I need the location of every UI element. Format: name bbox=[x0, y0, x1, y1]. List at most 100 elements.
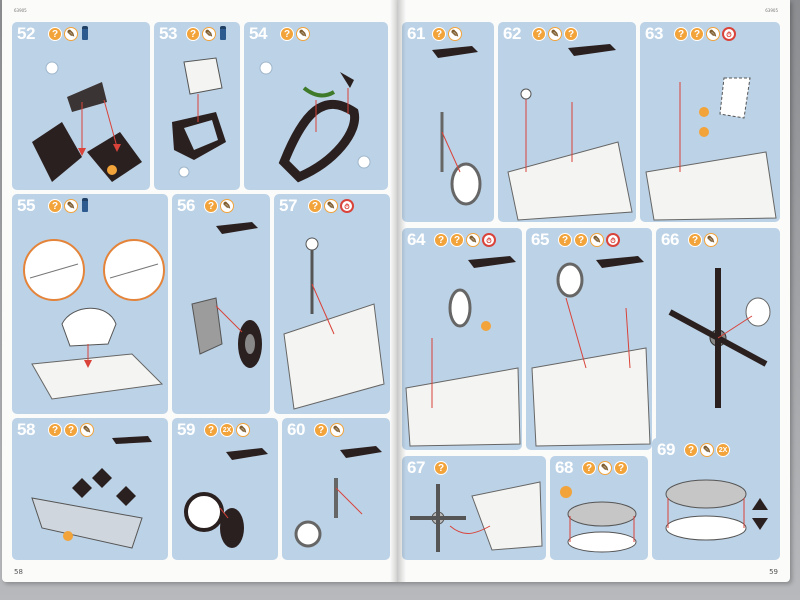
paint-pot-icon bbox=[82, 198, 88, 212]
brush-icon: ✎ bbox=[590, 233, 604, 247]
step-number: 64 bbox=[407, 230, 425, 249]
step-63-panel: 63 ? ? ✎ ⏱ bbox=[640, 22, 780, 222]
glue-tube-icon: ? bbox=[564, 27, 578, 41]
no-glue-icon: 2X bbox=[220, 423, 234, 437]
step-52-panel: 52 ? ✎ bbox=[12, 22, 150, 190]
step-64-drawing bbox=[405, 256, 521, 447]
brush-icon: ✎ bbox=[700, 443, 714, 457]
glue-tube-icon: ? bbox=[688, 233, 702, 247]
brush-icon: ✎ bbox=[236, 423, 250, 437]
step-62-panel: 62 ? ✎ ? bbox=[498, 22, 636, 222]
step-number: 60 bbox=[287, 420, 305, 439]
step-64-panel: 64 ? ? ✎ ⏱ bbox=[402, 228, 522, 450]
brush-icon: ✎ bbox=[548, 27, 562, 41]
paint-pot-icon bbox=[82, 26, 88, 40]
step-number: 63 bbox=[645, 24, 663, 43]
step-67-drawing bbox=[410, 481, 543, 552]
book-spine bbox=[390, 0, 406, 582]
step-number: 58 bbox=[17, 420, 35, 439]
step-53-panel: 53 ? ✎ bbox=[154, 22, 240, 190]
brush-icon: ✎ bbox=[220, 199, 234, 213]
glue-tube-icon: ? bbox=[614, 461, 628, 475]
step-66-panel: 66 ? ✎ bbox=[656, 228, 780, 450]
glue-tube-icon: ? bbox=[684, 443, 698, 457]
glue-tube-icon: ? bbox=[48, 423, 62, 437]
glue-tube-icon: ? bbox=[204, 423, 218, 437]
step-number: 57 bbox=[279, 196, 297, 215]
clock-icon: ⏱ bbox=[340, 199, 354, 213]
brush-icon: ✎ bbox=[64, 199, 78, 213]
clock-icon: ⏱ bbox=[722, 27, 736, 41]
step-number: 66 bbox=[661, 230, 679, 249]
paint-pot-icon bbox=[220, 26, 226, 40]
step-65-panel: 65 ? ? ✎ ⏱ bbox=[526, 228, 652, 450]
step-57-panel: 57 ? ✎ ⏱ bbox=[274, 194, 390, 414]
left-page-number: 58 bbox=[14, 568, 23, 576]
glue-tube-icon: ? bbox=[432, 27, 446, 41]
step-57-drawing bbox=[283, 237, 385, 410]
step-number: 62 bbox=[503, 24, 521, 43]
glue-tube-icon: ? bbox=[48, 199, 62, 213]
glue-tube-icon: ? bbox=[434, 461, 448, 475]
glue-tube-icon: ? bbox=[308, 199, 322, 213]
step-61-panel: 61 ? ✎ bbox=[402, 22, 494, 222]
step-54-panel: 54 ? ✎ bbox=[244, 22, 388, 190]
step-55-drawing bbox=[23, 239, 165, 400]
right-code: 63905 bbox=[765, 8, 778, 13]
glue-tube-icon: ? bbox=[186, 27, 200, 41]
step-68-panel: 68 ? ✎ ? bbox=[550, 456, 648, 560]
step-number: 65 bbox=[531, 230, 549, 249]
brush-icon: ✎ bbox=[80, 423, 94, 437]
step-65-drawing bbox=[531, 256, 651, 447]
step-52-drawing bbox=[32, 61, 142, 182]
step-number: 59 bbox=[177, 420, 195, 439]
clock-icon: ⏱ bbox=[606, 233, 620, 247]
step-number: 52 bbox=[17, 24, 35, 43]
glue-tube-icon: ? bbox=[674, 27, 688, 41]
brush-icon: ✎ bbox=[64, 27, 78, 41]
brush-icon: ✎ bbox=[330, 423, 344, 437]
step-number: 53 bbox=[159, 24, 177, 43]
brush-icon: ✎ bbox=[598, 461, 612, 475]
brush-icon: ✎ bbox=[704, 233, 718, 247]
step-54-drawing bbox=[259, 61, 371, 183]
step-56-drawing bbox=[191, 222, 262, 368]
glue-tube-icon: ? bbox=[450, 233, 464, 247]
glue-tube-icon: ? bbox=[582, 461, 596, 475]
brush-icon: ✎ bbox=[448, 27, 462, 41]
glue-tube-icon: ? bbox=[434, 233, 448, 247]
step-61-drawing bbox=[432, 46, 482, 206]
step-55-panel: 55 ? ✎ bbox=[12, 194, 168, 414]
brush-icon: ✎ bbox=[706, 27, 720, 41]
step-59-panel: 59 ? 2X ✎ bbox=[172, 418, 278, 560]
brush-icon: ✎ bbox=[324, 199, 338, 213]
right-page: 63905 59 61 ? ✎ 62 ? ✎ ? 63 ? ? ✎ ⏱ bbox=[398, 0, 790, 582]
brush-icon: ✎ bbox=[466, 233, 480, 247]
glue-tube-icon: ? bbox=[280, 27, 294, 41]
step-58-panel: 58 ? ? ✎ bbox=[12, 418, 168, 560]
step-53-drawing bbox=[172, 57, 226, 178]
step-67-panel: 67 ? bbox=[402, 456, 546, 560]
step-number: 55 bbox=[17, 196, 35, 215]
step-69-drawing bbox=[665, 479, 768, 541]
step-62-drawing bbox=[507, 44, 633, 221]
no-glue-icon: 2X bbox=[716, 443, 730, 457]
glue-tube-icon: ? bbox=[204, 199, 218, 213]
glue-tube-icon: ? bbox=[48, 27, 62, 41]
glue-tube-icon: ? bbox=[314, 423, 328, 437]
glue-tube-icon: ? bbox=[574, 233, 588, 247]
left-code: 63905 bbox=[14, 8, 27, 13]
right-page-number: 59 bbox=[769, 568, 778, 576]
step-56-panel: 56 ? ✎ bbox=[172, 194, 270, 414]
step-60-drawing bbox=[294, 446, 382, 548]
brush-icon: ✎ bbox=[296, 27, 310, 41]
clock-icon: ⏱ bbox=[482, 233, 496, 247]
step-number: 56 bbox=[177, 196, 195, 215]
brush-icon: ✎ bbox=[202, 27, 216, 41]
step-number: 68 bbox=[555, 458, 573, 477]
step-60-panel: 60 ? ✎ bbox=[282, 418, 390, 560]
left-page: 63905 58 52 ? ✎ 53 ? ✎ bbox=[2, 0, 398, 582]
step-69-panel: 69 ? ✎ 2X bbox=[652, 438, 780, 560]
glue-tube-icon: ? bbox=[64, 423, 78, 437]
glue-tube-icon: ? bbox=[558, 233, 572, 247]
